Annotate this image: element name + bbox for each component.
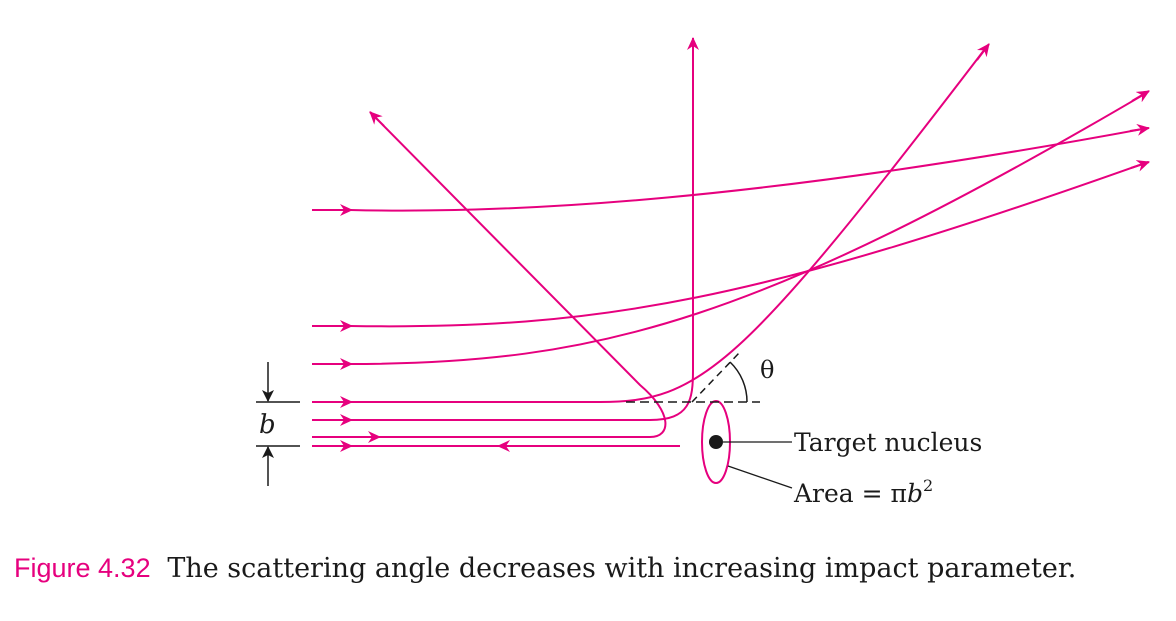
area-leader-line: [727, 465, 793, 489]
trajectory-2-exit-arrow: [1130, 160, 1150, 172]
trajectory-5: [312, 38, 694, 421]
trajectory-6: [312, 111, 667, 438]
trajectory-4-exit-arrow: [976, 43, 990, 61]
area-label-exponent: 2: [923, 476, 933, 495]
trajectory-6-exit-arrow: [369, 111, 385, 127]
target-nucleus-dot: [709, 435, 723, 449]
figure-number: Figure 4.32: [14, 553, 151, 583]
area-label: Area = πb2: [793, 476, 933, 508]
angle-arc: [729, 361, 748, 403]
area-label-prefix: Area = π: [793, 479, 907, 508]
angle-label: θ: [760, 356, 774, 384]
trajectory-1-exit-arrow: [1129, 123, 1150, 136]
trajectory-1: [312, 127, 1149, 212]
target-nucleus-label: Target nucleus: [794, 428, 982, 457]
impact-parameter-label: b: [259, 410, 276, 440]
scattering-diagram: b θ Target nucleus Area = πb2: [256, 37, 1150, 508]
area-label-variable: b: [907, 479, 923, 508]
trajectory-3-exit-arrow: [1131, 90, 1150, 103]
trajectory-2: [312, 161, 1149, 328]
trajectory-3: [312, 91, 1149, 365]
trajectory-4: [312, 44, 989, 403]
caption-text: The scattering angle decreases with incr…: [167, 553, 1077, 584]
figure-caption: Figure 4.32 The scattering angle decreas…: [14, 548, 1076, 589]
